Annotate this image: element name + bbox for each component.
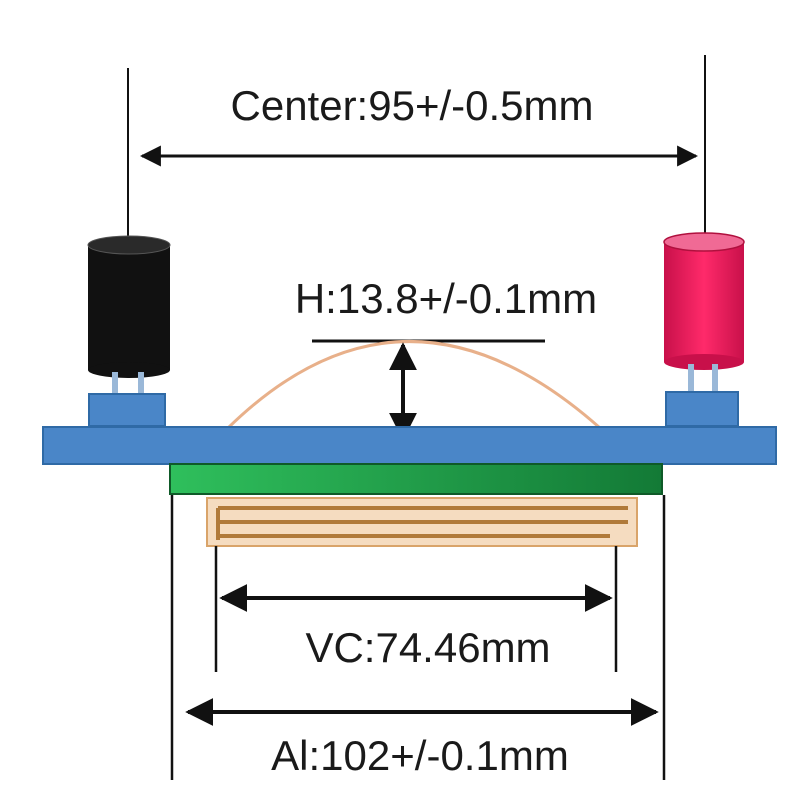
left-capacitor <box>87 235 171 427</box>
vapor-chamber <box>206 497 638 547</box>
center-dimension-label: Center:95+/-0.5mm <box>231 82 594 129</box>
green-pcb <box>169 463 663 495</box>
blue-substrate <box>42 426 777 465</box>
right-capacitor <box>663 232 745 427</box>
dome-arc <box>226 340 601 430</box>
al-dimension-label: Al:102+/-0.1mm <box>271 732 569 779</box>
height-dimension-label: H:13.8+/-0.1mm <box>295 275 597 322</box>
vc-dimension-label: VC:74.46mm <box>305 624 550 671</box>
